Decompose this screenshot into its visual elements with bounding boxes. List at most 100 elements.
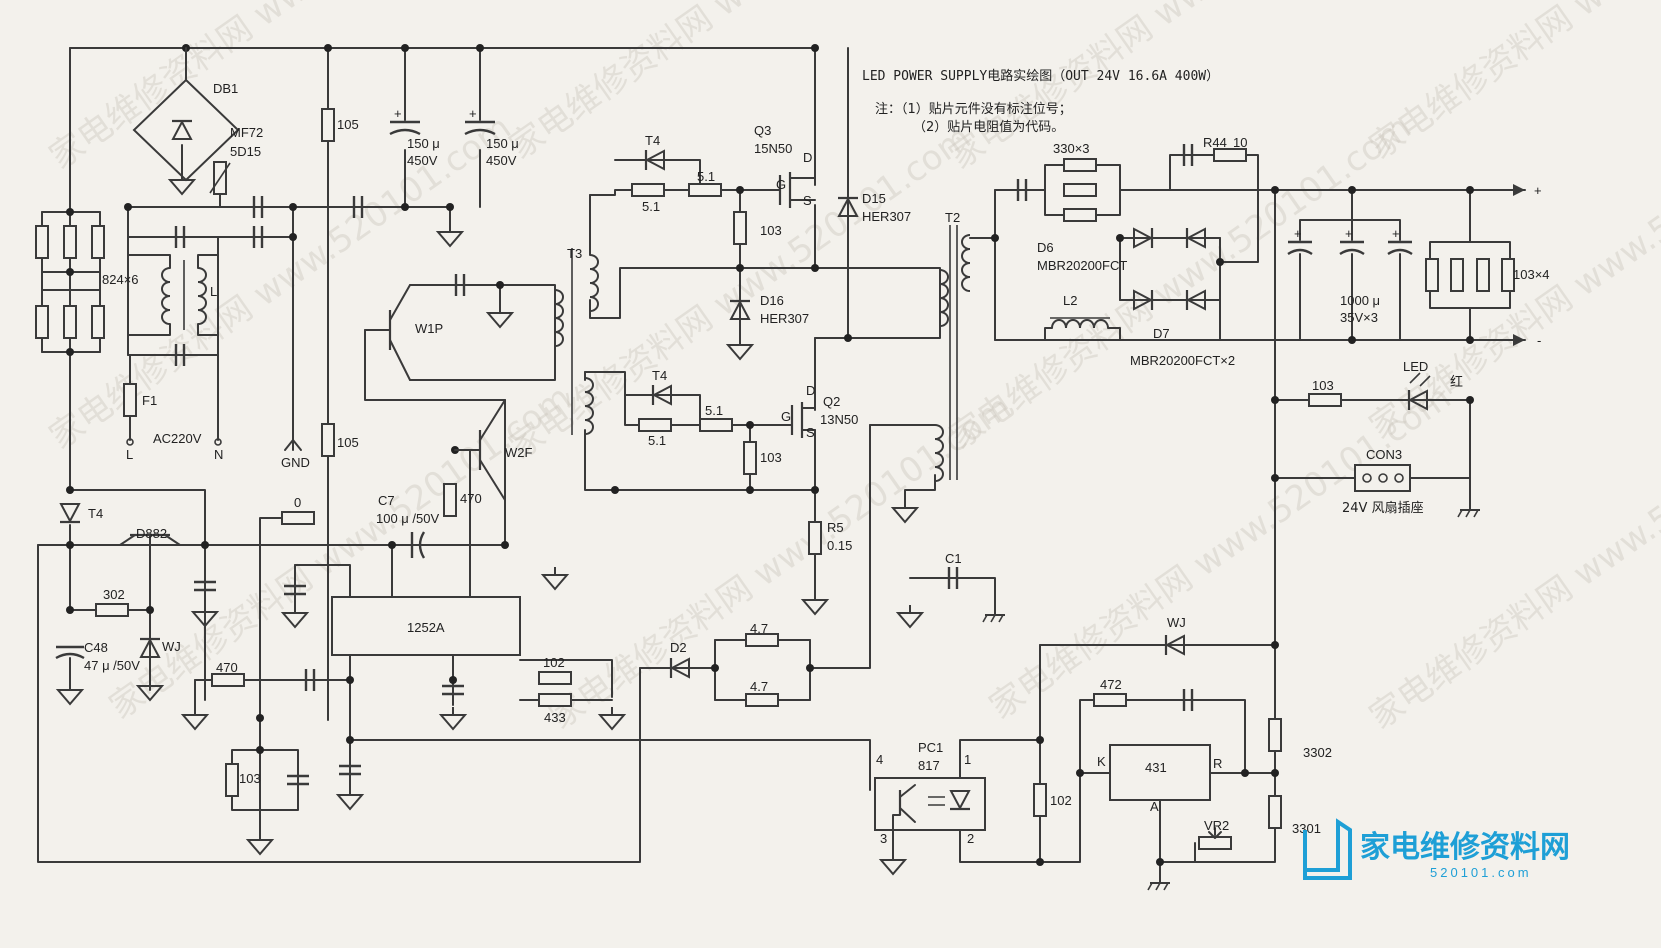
resistor-433	[538, 693, 572, 707]
label-4r7-b: 4.7	[750, 679, 768, 694]
label-mf72: MF72	[230, 125, 263, 140]
output-cap-bank: +++	[1287, 226, 1413, 266]
site-logo: 家电维修资料网 520101.com	[1303, 818, 1570, 880]
label-431: 431	[1145, 760, 1167, 775]
ground-c7	[542, 566, 568, 590]
label-d6: D6	[1037, 240, 1054, 255]
ground-pc1	[880, 851, 906, 875]
label-3302: 3302	[1303, 745, 1332, 760]
resistor-470-a	[443, 483, 457, 517]
label-470-a: 470	[460, 491, 482, 506]
transistor-d882	[119, 533, 181, 576]
wires	[37, 47, 1526, 876]
label-q2-d: D	[806, 383, 815, 398]
ground-c48	[57, 681, 83, 705]
label-102-a: 102	[543, 655, 565, 670]
label-35vx3: 35V×3	[1340, 310, 1378, 325]
logo-url: 520101.com	[1430, 865, 1532, 880]
label-l-pin: L	[126, 447, 133, 462]
connector-con3	[1354, 464, 1411, 492]
bulk-cap-2: +	[464, 106, 496, 136]
label-t2: T2	[945, 210, 960, 225]
label-t4-a: T4	[645, 133, 660, 148]
label-470-b: 470	[216, 660, 238, 675]
label-t4-b: T4	[652, 368, 667, 383]
label-102-b: 102	[1050, 793, 1072, 808]
labels: DB1 MF72 5D15 824×6 L F1 AC220V L N GND …	[84, 81, 1550, 846]
label-pin4: 4	[876, 752, 883, 767]
label-out-minus: -	[1537, 333, 1541, 348]
ground-rt	[247, 831, 273, 855]
resistor-3302	[1268, 718, 1282, 752]
resistor-103-d	[225, 763, 239, 797]
resistor-102-b	[1033, 783, 1047, 817]
ic-1252a	[331, 596, 521, 656]
label-5r1-a: 5.1	[642, 199, 660, 214]
chassis-ground-out	[1457, 501, 1481, 518]
svg-text:+: +	[394, 106, 402, 121]
resistor-5r1-c	[638, 418, 672, 432]
bulk-cap-1: +	[389, 106, 421, 136]
label-103-b: 103	[760, 450, 782, 465]
resistor-302	[95, 603, 129, 617]
diode-t4-start	[58, 502, 82, 524]
label-q3: Q3	[754, 123, 771, 138]
label-105-a: 105	[337, 117, 359, 132]
label-her307-b: HER307	[760, 311, 809, 326]
label-wj-a: WJ	[162, 639, 181, 654]
resistor-bank-103x4	[1425, 258, 1515, 292]
label-con3: CON3	[1366, 447, 1402, 462]
label-c7-val: 100 μ /50V	[376, 511, 439, 526]
label-150u-b: 150 μ	[486, 136, 519, 151]
label-431-k: K	[1097, 754, 1106, 769]
label-15n50: 15N50	[754, 141, 792, 156]
label-450v-b: 450V	[486, 153, 517, 168]
label-150u-a: 150 μ	[407, 136, 440, 151]
ground-r5	[802, 591, 828, 615]
label-13n50: 13N50	[820, 412, 858, 427]
note-1: 注：（1）贴片元件没有标注位号；	[875, 102, 1072, 117]
ground-470	[182, 706, 208, 730]
ground-fb	[337, 786, 363, 810]
resistor-r5	[808, 521, 822, 555]
ic-431	[1109, 744, 1211, 801]
ground-c1	[897, 604, 923, 628]
label-5r1-b: 5.1	[697, 169, 715, 184]
label-fan: 24V 风扇插座	[1342, 500, 1424, 516]
resistor-bank-330	[1063, 158, 1097, 222]
label-47u: 47 μ /50V	[84, 658, 140, 673]
transformer-t3-pri-upper	[589, 254, 599, 312]
label-824: 824×6	[102, 272, 139, 287]
label-1000u: 1000 μ	[1340, 293, 1380, 308]
ground-w1p	[487, 304, 513, 328]
output-arrow-plus	[1513, 184, 1525, 196]
note-2: （2）贴片电阻值为代码。	[913, 119, 1064, 135]
resistor-5r1-d	[699, 418, 733, 432]
resistor-4r7-b	[745, 693, 779, 707]
resistor-r44	[1213, 148, 1247, 162]
watermark-7: 家电维修资料网 www.520101.com	[942, 107, 1418, 457]
label-pin3: 3	[880, 831, 887, 846]
label-d7-part: MBR20200FCT×2	[1130, 353, 1235, 368]
label-103-a: 103	[760, 223, 782, 238]
label-817: 817	[918, 758, 940, 773]
label-431-r: R	[1213, 756, 1222, 771]
label-103-d: 103	[239, 771, 261, 786]
logo-name: 家电维修资料网	[1360, 830, 1570, 865]
ntc-thermistor	[209, 161, 231, 195]
book-icon	[1303, 818, 1352, 880]
resistor-105-b	[321, 423, 335, 457]
svg-text:+: +	[1294, 226, 1302, 241]
common-mode-choke	[127, 254, 219, 336]
label-q3-s: S	[803, 193, 812, 208]
label-l: L	[210, 284, 217, 299]
chassis-ground-431	[1147, 874, 1171, 891]
resistor-5r1-b	[688, 183, 722, 197]
label-vr2: VR2	[1204, 818, 1229, 833]
label-q3-d: D	[803, 150, 812, 165]
ac-terminal-n	[214, 438, 222, 446]
label-1252a: 1252A	[407, 620, 445, 635]
resistor-5r1-a	[631, 183, 665, 197]
label-105-b: 105	[337, 435, 359, 450]
